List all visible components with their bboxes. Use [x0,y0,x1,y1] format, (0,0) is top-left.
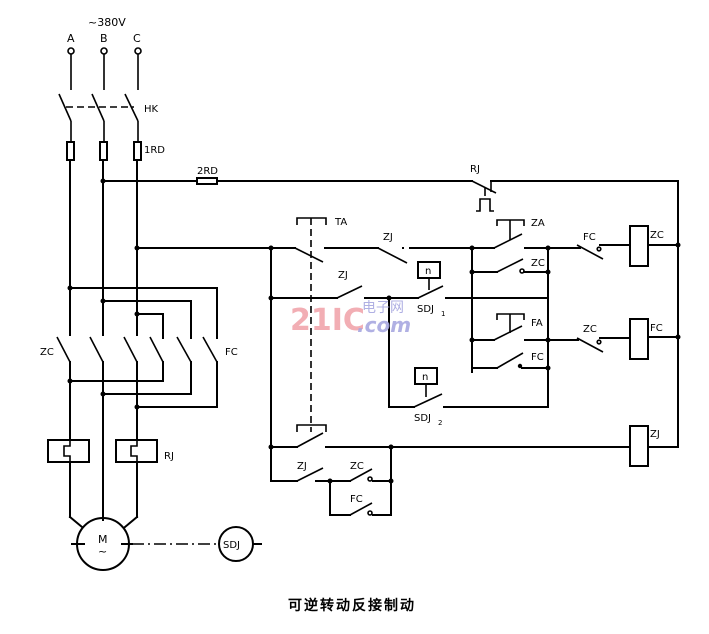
fuse-1rd-label: 1RD [144,145,165,156]
speed-relay-sdj: SDJ [218,526,262,562]
zj-label-bottom: ZJ [297,461,307,472]
zc-coil-branch: FC ZC [547,225,679,267]
thermal-relay-rj: RJ [47,439,174,529]
svg-text:~: ~ [98,545,107,558]
zj-label-mid: ZJ [338,270,348,281]
power-contactors: ZC FC [40,285,238,521]
sdj-label: SDJ [223,540,240,551]
rj-contact: RJ [470,164,679,212]
hk-label: HK [144,104,159,115]
zj-coil-label: ZJ [650,429,660,440]
fc-hold-label: FC [531,352,544,363]
zc-power-label: ZC [40,347,54,358]
zc-bottom-label: ZC [350,461,364,472]
watermark-brand: 21IC [290,303,365,338]
svg-text:n: n [425,266,431,277]
svg-text:1: 1 [441,310,445,318]
zc-coil [629,225,649,267]
rj-contact-label: RJ [470,164,480,175]
fc-coil [629,318,649,360]
fc-coil-branch: ZC FC [547,318,679,360]
voltage-label: ~380V [88,16,126,29]
watermark-cn: 电子网 [362,300,404,316]
zc-hold-label: ZC [531,258,545,269]
zc-interlock-label: ZC [583,324,597,335]
fc-bottom-label: FC [350,494,363,505]
fuse-c [133,141,142,161]
phase-c-label: C [133,32,141,45]
motor: M ~ [71,517,218,571]
rj-heater-a [47,439,90,463]
fc-power-label: FC [225,347,238,358]
speed-contact-sdj2: n SDJ 2 [388,297,549,427]
fc-coil-label: FC [650,323,663,334]
fc-interlock-label: FC [583,232,596,243]
svg-text:2: 2 [438,419,442,427]
fa-label: FA [531,318,543,329]
supply: ~380V A B C [67,16,142,90]
rj-power-label: RJ [164,451,174,462]
zj-hold-network: ZJ ZC FC [270,446,394,516]
zj-contact-1: ZJ [377,232,473,264]
forward-start-za: ZA ZC [469,218,551,373]
zj-coil-branch: ZJ [270,425,679,467]
phase-b-label: B [100,32,108,45]
terminal-b [100,47,108,55]
svg-text:SDJ: SDJ [414,413,431,424]
zc-coil-label: ZC [650,230,664,241]
diagram-caption: 可逆转动反接制动 [288,597,416,614]
watermark-domain: .com [357,313,411,337]
terminal-a [67,47,75,55]
zj-coil [629,425,649,467]
speed-contact-sdj1: n SDJ 1 [417,261,548,318]
knife-switch-hk: HK [58,93,159,142]
svg-text:SDJ: SDJ [417,304,434,315]
fuse-2rd-label: 2RD [197,166,218,177]
zj-contact-2: ZJ [270,270,419,301]
fuse-a [66,141,75,161]
stop-button-ta: TA [270,217,379,432]
motor-label: M [98,533,108,546]
za-label: ZA [531,218,545,229]
ta-label: TA [334,217,347,228]
fuses-1rd: 1RD [66,141,165,161]
svg-text:n: n [422,372,428,383]
fuse-b [99,141,108,161]
terminal-c [134,47,142,55]
phase-a-label: A [67,32,75,45]
fuse-2rd [196,177,218,185]
watermark: 21IC 电子网 .com [290,300,411,338]
reverse-start-fa: FA FC [469,297,551,408]
zj-label-top: ZJ [383,232,393,243]
